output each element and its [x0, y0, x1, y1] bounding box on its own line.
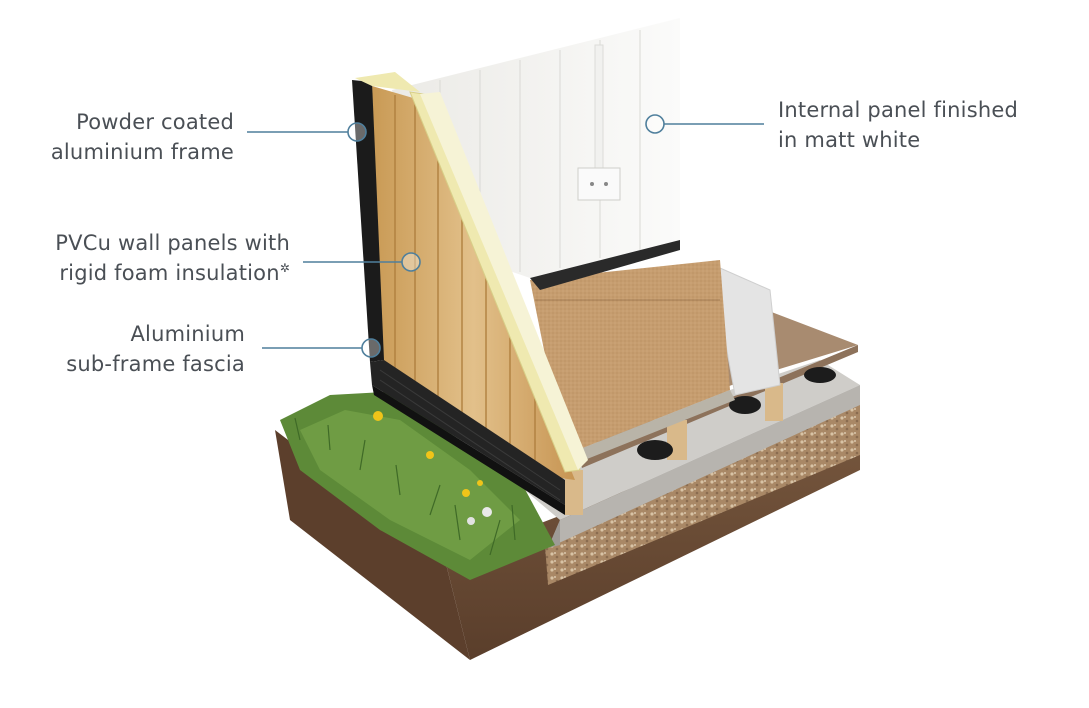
callout-label-fascia: Aluminium sub-frame fascia [66, 319, 245, 379]
callout-label-line: Internal panel finished [778, 98, 1019, 122]
callout-dot-fascia [361, 338, 381, 358]
callout-label-panels: PVCu wall panels with rigid foam insulat… [55, 228, 290, 288]
callout-label-line: in matt white [778, 128, 921, 152]
callout-dot-internal [645, 114, 665, 134]
callout-label-line: Powder coated [76, 110, 234, 134]
callout-dot-frame [347, 122, 367, 142]
chipboard-floor [530, 260, 735, 465]
wall-panel-section [372, 86, 588, 480]
callout-lines [247, 114, 764, 358]
aluminium-frame [352, 72, 565, 515]
callout-label-line: PVCu wall panels with [55, 231, 290, 255]
callout-label-line-with-marker: rigid foam insulation✲ [55, 258, 290, 288]
callout-label-internal: Internal panel finished in matt white [778, 95, 1018, 155]
callout-dot-panels [401, 252, 421, 272]
footnote-marker: ✲ [279, 261, 290, 275]
floor-joists [565, 367, 836, 515]
callout-label-line: sub-frame fascia [66, 352, 245, 376]
grass-patch [280, 392, 555, 580]
callout-label-line: aluminium frame [50, 140, 234, 164]
callout-label-text: rigid foam insulation [59, 261, 280, 285]
callout-label-line: Aluminium [130, 322, 245, 346]
callout-label-frame: Powder coated aluminium frame [51, 107, 234, 167]
